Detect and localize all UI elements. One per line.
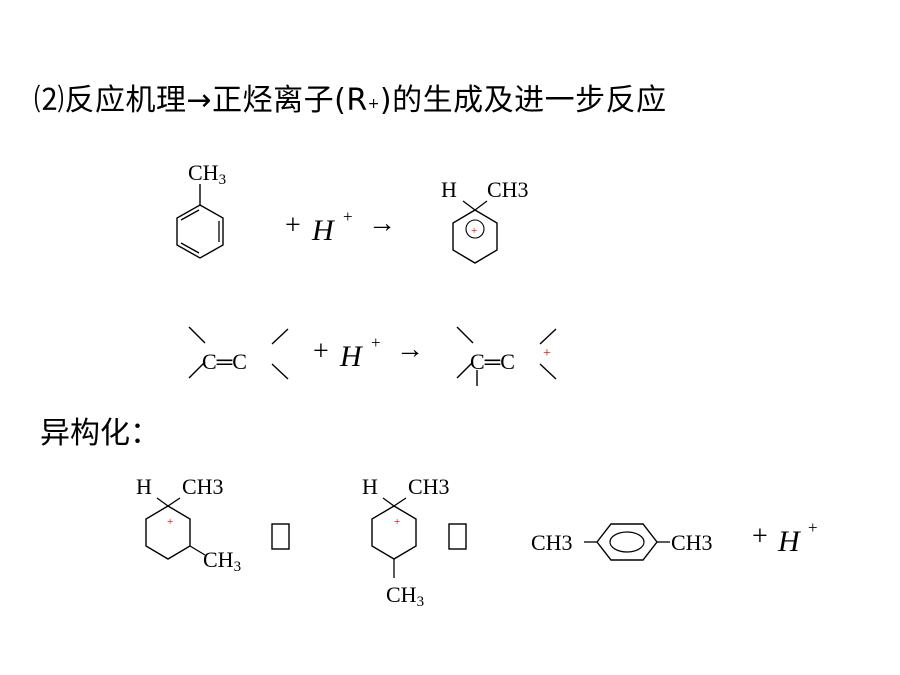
isomerization-heading: 异构化： [40,416,160,451]
reaction-arrow: → [368,208,396,239]
ion1-ch3-label: CH3 [182,474,224,499]
arenium-h-label: H [441,177,457,202]
carbocation-label: C═C [470,349,515,374]
ion1-substituent-label: CH3 [203,547,241,575]
p-xylene-structure: CH3 CH3 [531,523,713,561]
isomerization-proton: + H + [752,518,818,558]
reaction1-reagent: + H + → [285,207,396,247]
reaction2-reagent: + H + → [313,333,424,373]
title-superscript: + [367,96,380,112]
xylene-left-ch3: CH3 [531,530,573,555]
proton-h: H [339,340,364,373]
title-suffix: )的生成及进一步反应 [379,83,667,118]
carbocation-charge: + [543,346,551,361]
proton-charge: + [808,518,818,537]
plus-sign: + [752,521,768,552]
plus-sign: + [313,336,329,367]
ion2-ch3-label: CH3 [408,474,450,499]
carbocation-structure: C═C + [456,326,557,386]
title-prefix: ⑵反应机理→正烃离子(R [34,83,368,118]
page-title: ⑵反应机理→正烃离子(R+)的生成及进一步反应 [34,75,667,119]
proton-h: H [311,214,336,247]
toluene-ch3-label: CH3 [188,160,226,188]
proton-h: H [777,525,802,558]
para-dimethyl-ion: H CH3 + CH3 [362,474,450,610]
plus-sign: + [285,210,301,241]
ion2-substituent-label: CH3 [386,582,424,610]
alkene-label: C═C [202,349,247,374]
arenium-ion-structure: H CH3 + [441,177,529,264]
ion2-h-label: H [362,474,378,499]
proton-charge: + [371,333,381,352]
alkene-structure: C═C [188,326,289,380]
meta-dimethyl-ion: H CH3 + CH3 [136,474,241,575]
arenium-charge: + [471,225,477,237]
ion1-h-label: H [136,474,152,499]
equilibrium-connector-1 [271,523,290,550]
toluene-structure: CH3 [176,160,226,259]
reaction-arrow: → [396,334,424,365]
equilibrium-connector-2 [448,523,467,550]
ion1-charge: + [167,516,173,528]
ion2-charge: + [394,516,400,528]
proton-charge: + [343,207,353,226]
xylene-right-ch3: CH3 [671,530,713,555]
arenium-ch3-label: CH3 [487,177,529,202]
